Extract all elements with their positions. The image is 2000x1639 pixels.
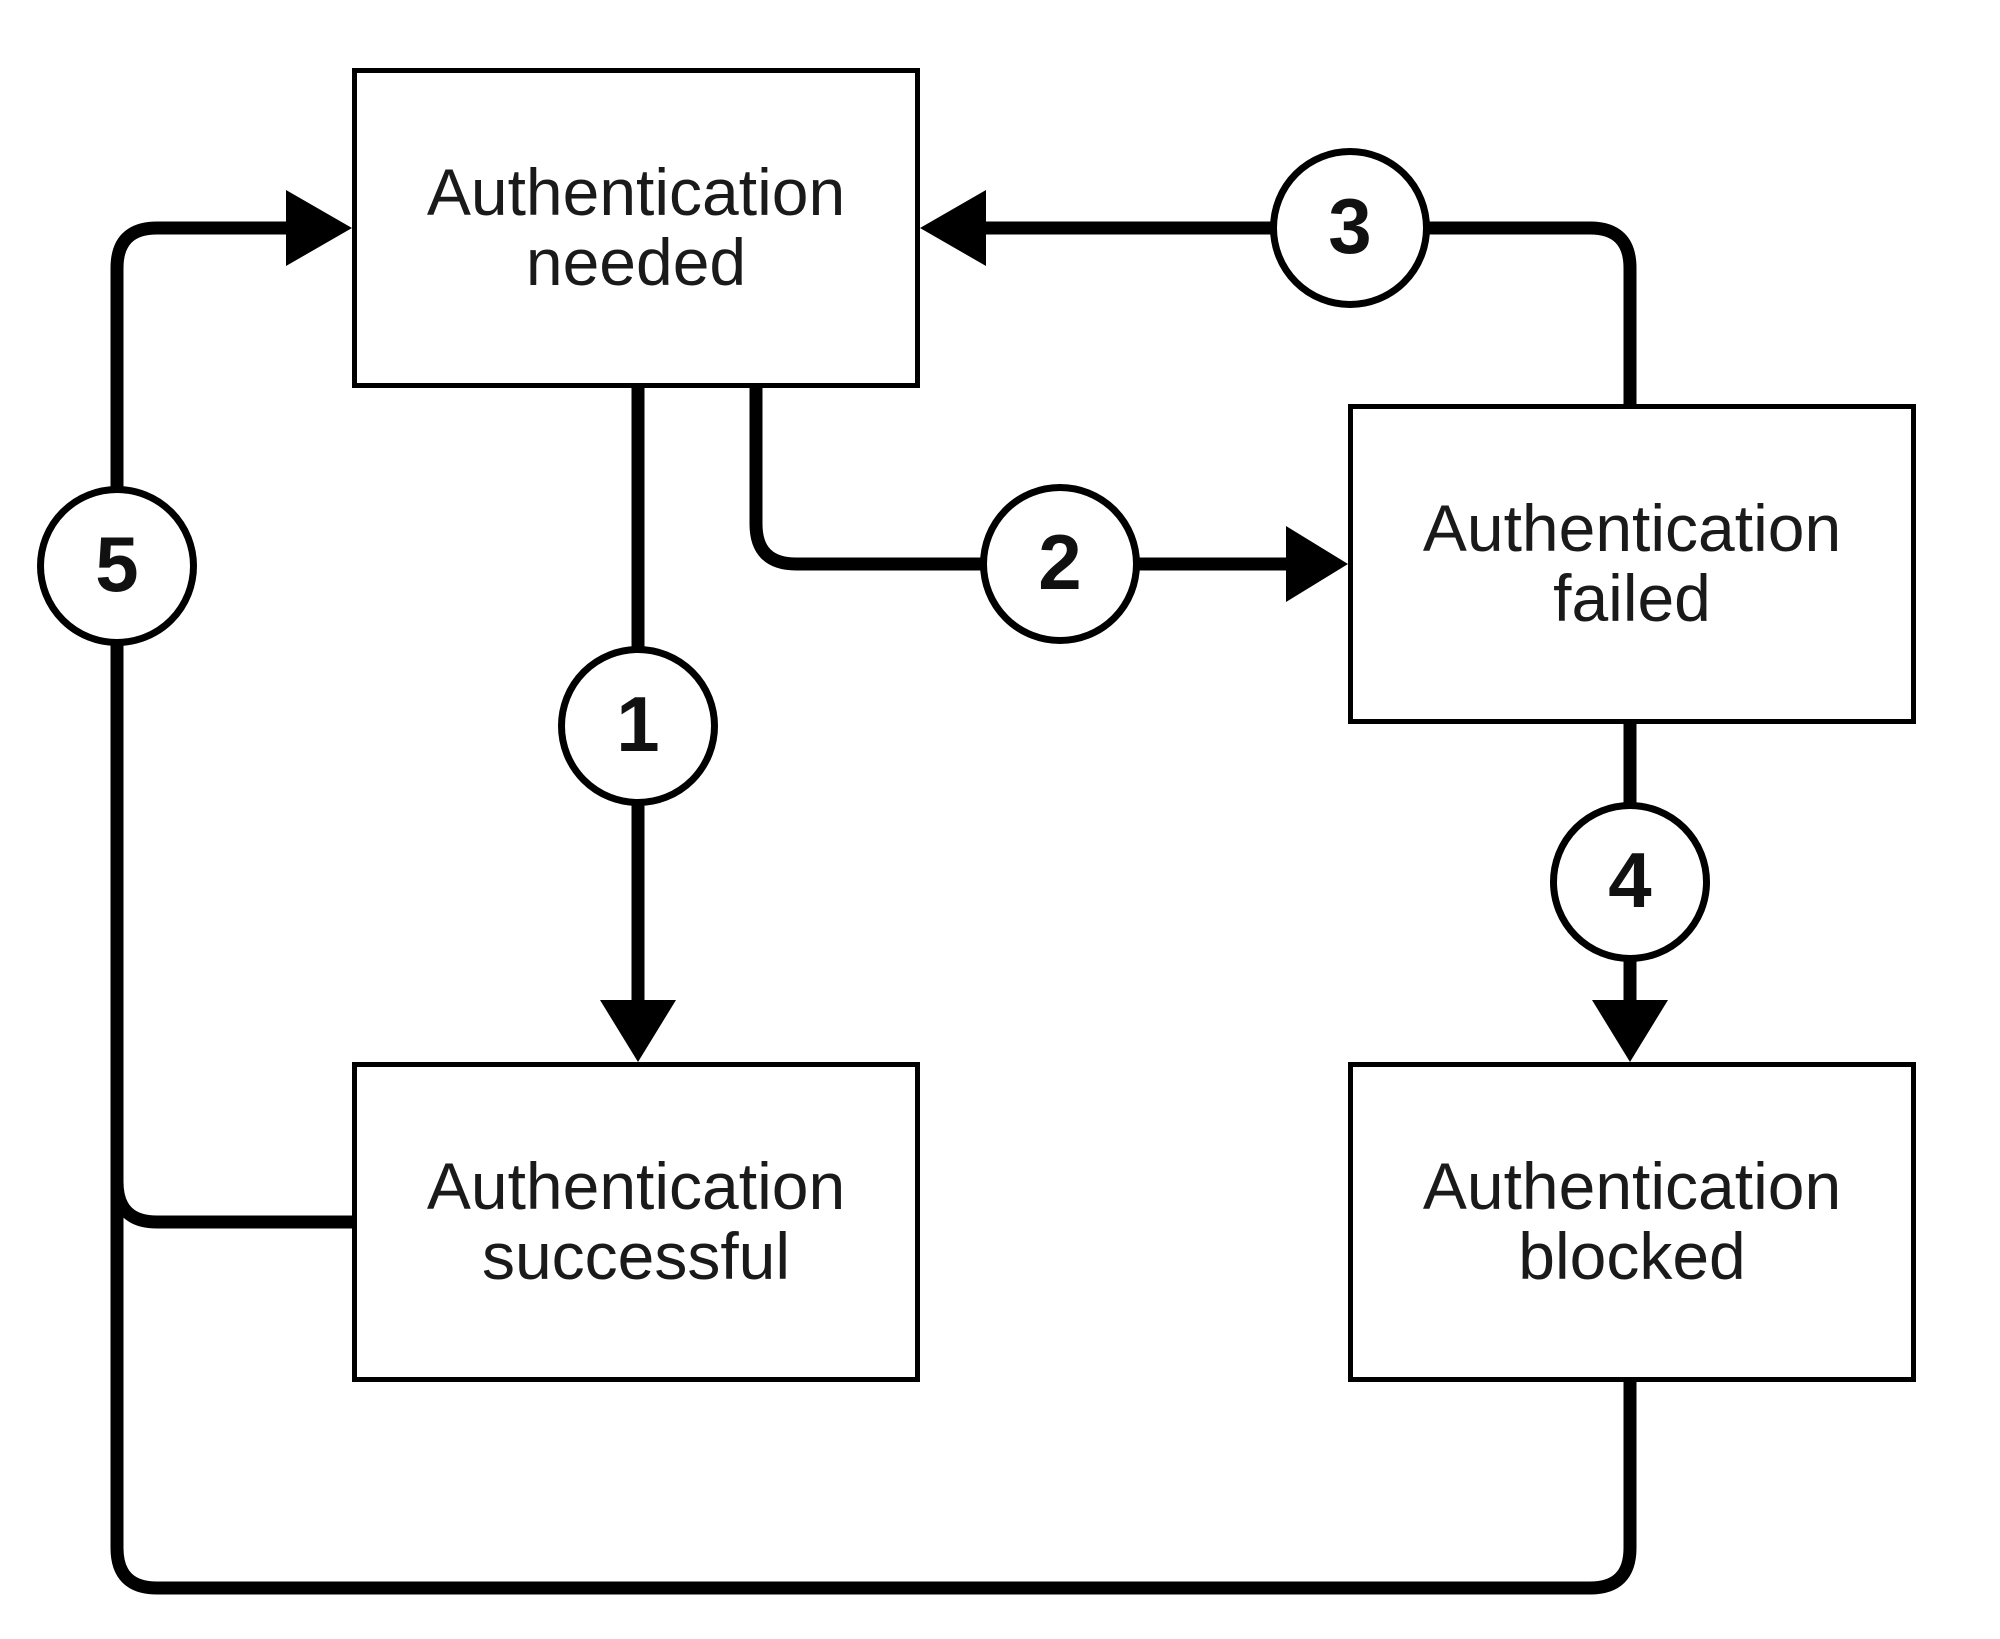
edge-3-arrowhead xyxy=(920,190,986,266)
edge-number-1: 1 xyxy=(616,679,660,768)
edge-number-5: 5 xyxy=(95,519,139,608)
edge-number-4: 4 xyxy=(1608,835,1652,924)
state-box-authentication-blocked: Authentication blocked xyxy=(1348,1062,1916,1382)
edge-3-line xyxy=(986,221,1637,404)
edge-2-arrow xyxy=(749,388,1348,602)
state-box-authentication-needed: Authentication needed xyxy=(352,68,920,388)
edge-1-arrowhead xyxy=(600,1000,676,1062)
state-box-authentication-failed: Authentication failed xyxy=(1348,404,1916,724)
edge-5-arrow xyxy=(110,190,1637,1595)
state-label-authentication-needed: Authentication needed xyxy=(426,155,846,299)
edge-5-branch-line xyxy=(110,1181,352,1229)
edge-badge-1: 1 xyxy=(558,646,718,806)
edge-5-outer-line xyxy=(110,221,1637,1595)
edge-number-2: 2 xyxy=(1038,517,1082,606)
edge-2-arrowhead xyxy=(1286,526,1348,602)
edge-3-arrow xyxy=(920,190,1637,404)
edge-2-line xyxy=(749,388,1286,571)
edge-5-arrowhead xyxy=(286,190,352,266)
edge-badge-5: 5 xyxy=(37,486,197,646)
edge-badge-2: 2 xyxy=(980,484,1140,644)
edge-number-3: 3 xyxy=(1328,181,1372,270)
state-label-authentication-failed: Authentication failed xyxy=(1422,491,1842,635)
edge-4-arrowhead xyxy=(1592,1000,1668,1062)
state-label-authentication-successful: Authentication successful xyxy=(426,1149,846,1293)
state-box-authentication-successful: Authentication successful xyxy=(352,1062,920,1382)
state-label-authentication-blocked: Authentication blocked xyxy=(1422,1149,1842,1293)
edge-badge-3: 3 xyxy=(1270,148,1430,308)
edge-badge-4: 4 xyxy=(1550,802,1710,962)
